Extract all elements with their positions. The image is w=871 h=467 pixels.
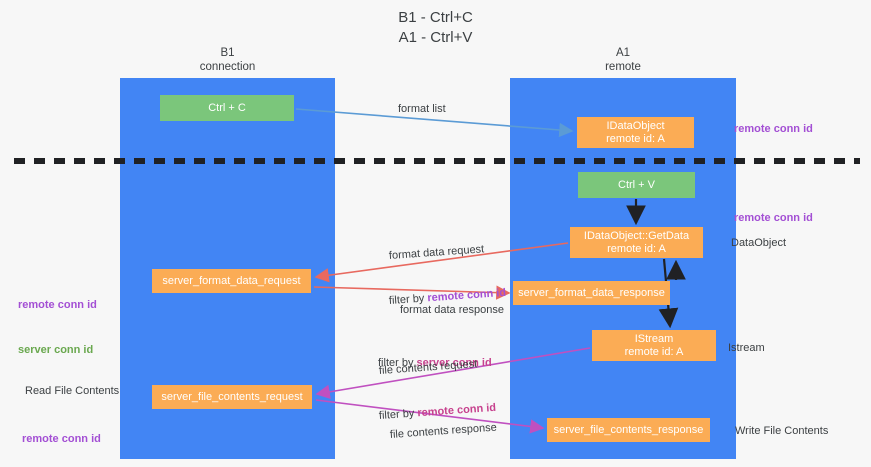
node-ctrl-v-label: Ctrl + V [618, 178, 655, 191]
lane-header-b1: B1 connection [199, 47, 256, 73]
node-ctrl-c[interactable]: Ctrl + C [160, 95, 294, 121]
side-label-read-file-contents: Read File Contents [25, 385, 120, 397]
side-label-remote-conn-id-top: remote conn id [734, 123, 813, 135]
node-getdata-label: IDataObject::GetData [583, 229, 690, 242]
side-label-istream: Istream [728, 342, 765, 354]
edge-label-format-data-response-group: format data response filter by server co… [378, 273, 504, 401]
edge-label-format-data-request: format data request [388, 243, 485, 262]
node-server-file-contents-request[interactable]: server_file_contents_request [152, 385, 312, 409]
node-server-file-contents-response[interactable]: server_file_contents_response [547, 418, 710, 442]
edge-label-file-contents-response: file contents response [389, 421, 498, 441]
side-label-conn-ids-upper: remote conn id server conn id [18, 268, 97, 388]
node-server-format-data-response-label: server_format_data_response [518, 286, 665, 299]
side-label-server-conn-id-left: server conn id [18, 344, 94, 356]
node-server-format-data-request-label: server_format_data_request [162, 274, 301, 287]
edge-label-format-data-response-filter-key: server conn id [416, 357, 492, 369]
node-idataobject-sublabel: remote id: A [606, 132, 665, 145]
side-label-write-file-contents: Write File Contents [735, 425, 829, 437]
lane-header-a1: A1 remote [605, 47, 641, 73]
node-server-file-contents-response-label: server_file_contents_response [553, 423, 704, 436]
side-label-dataobject: DataObject [731, 237, 787, 249]
side-label-conn-ids-lower: remote conn id server conn id [22, 402, 101, 467]
node-idataobject-label: IDataObject [606, 119, 665, 132]
node-istream-label: IStream [634, 332, 674, 345]
edge-label-file-contents-response-group: file contents response filter by server … [389, 398, 498, 467]
node-getdata[interactable]: IDataObject::GetData remote id: A [570, 227, 703, 258]
node-idataobject[interactable]: IDataObject remote id: A [577, 117, 694, 148]
edge-label-format-data-response-filter-prefix: filter by [378, 357, 417, 369]
side-label-remote-conn-id-left: remote conn id [18, 299, 97, 311]
side-label-remote-conn-id-mid: remote conn id [734, 212, 813, 224]
edge-label-file-contents-request: file contents request [378, 358, 478, 377]
node-ctrl-v[interactable]: Ctrl + V [578, 172, 695, 198]
node-server-format-data-request[interactable]: server_format_data_request [152, 269, 311, 293]
side-label-remote-conn-id-left-2: remote conn id [22, 433, 101, 445]
node-ctrl-c-label: Ctrl + C [208, 101, 246, 114]
edge-label-format-data-response: format data response [400, 304, 504, 316]
node-istream[interactable]: IStream remote id: A [592, 330, 716, 361]
diagram-title: B1 - Ctrl+C A1 - Ctrl+V [398, 9, 473, 46]
node-getdata-sublabel: remote id: A [607, 242, 666, 255]
edge-label-format-list: format list [398, 103, 446, 115]
node-istream-sublabel: remote id: A [624, 345, 684, 358]
node-server-format-data-response[interactable]: server_format_data_response [513, 281, 670, 305]
node-server-file-contents-request-label: server_file_contents_request [161, 390, 303, 403]
